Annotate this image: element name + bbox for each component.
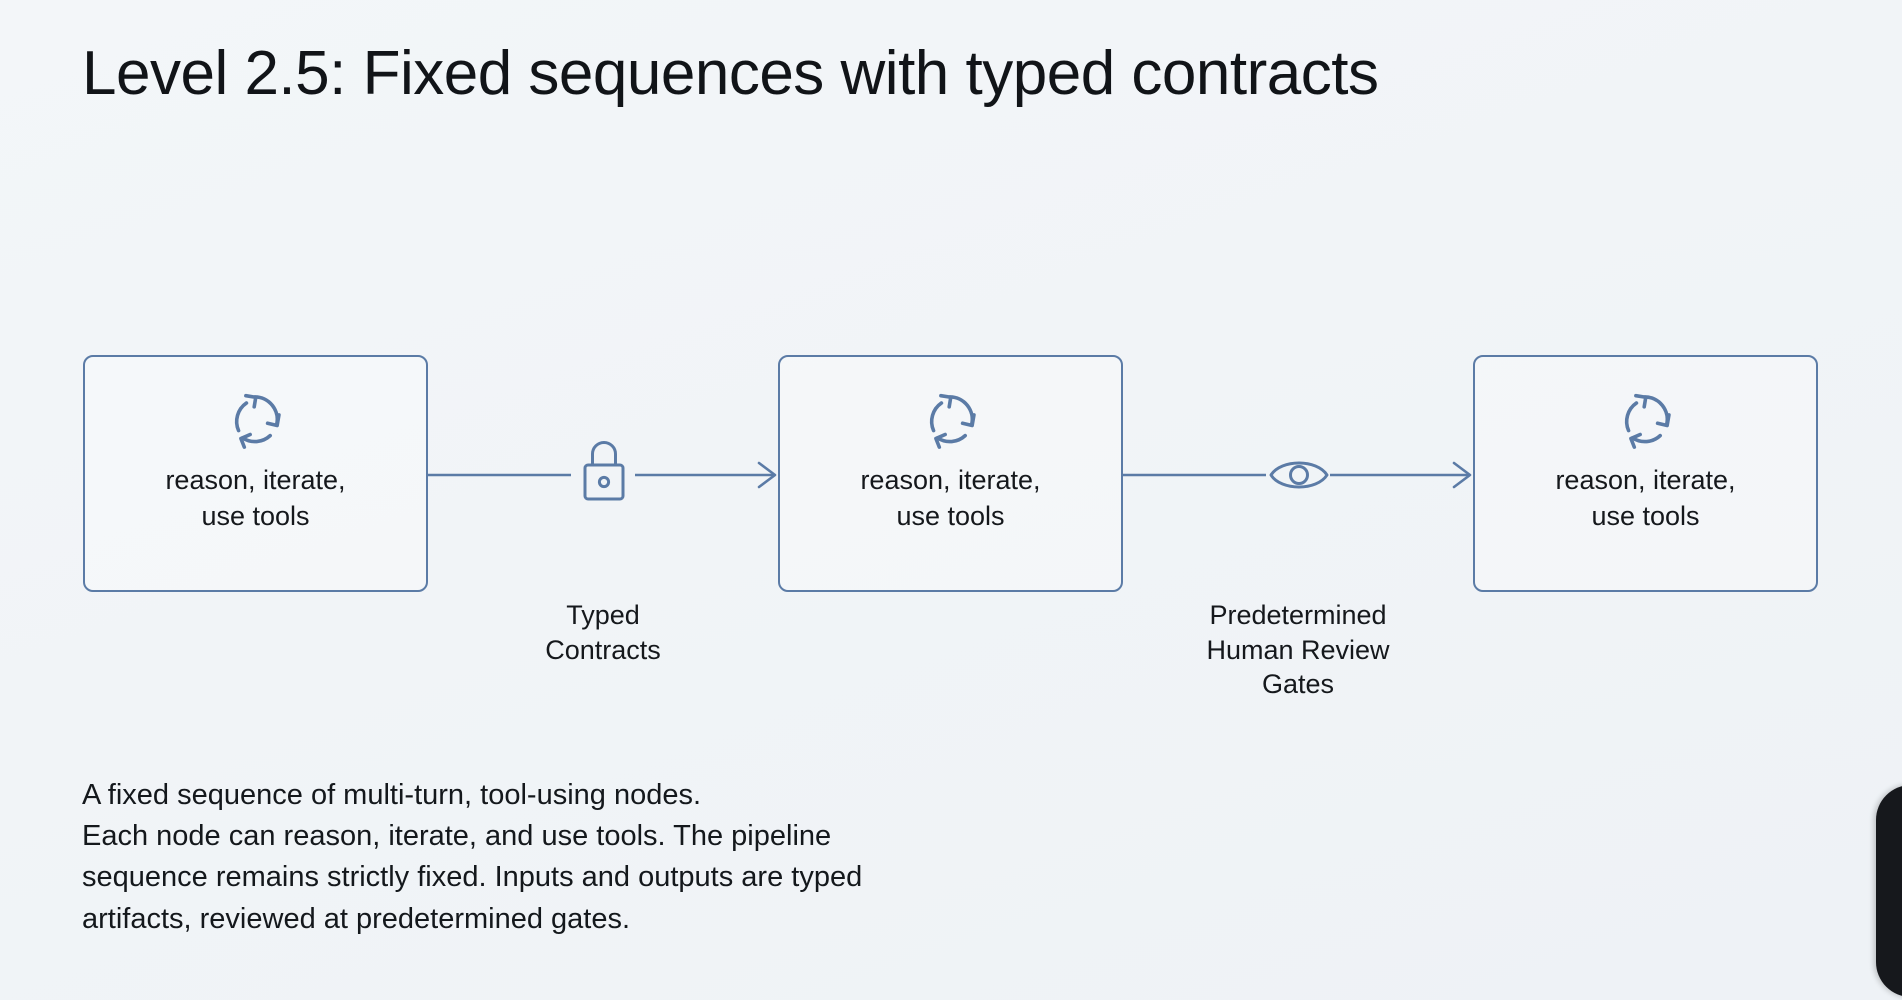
connector-label: Typed Contracts xyxy=(545,600,661,665)
cycle-arrows-icon xyxy=(234,393,281,449)
pipeline-node-label: reason, iterate, use tools xyxy=(165,465,346,531)
pipeline-node-3[interactable]: reason, iterate, use tools xyxy=(1473,355,1818,592)
eye-icon xyxy=(1269,461,1329,489)
cycle-arrows-icon xyxy=(929,393,976,449)
connector-human-review-gates[interactable]: Predetermined Human Review Gates xyxy=(1123,355,1473,702)
connector-line-with-lock xyxy=(428,441,777,501)
floating-edge-pill[interactable] xyxy=(1876,785,1902,997)
pipeline-node-1[interactable]: reason, iterate, use tools xyxy=(83,355,428,592)
connector-line-with-eye xyxy=(1123,461,1472,489)
connector-label: Predetermined Human Review Gates xyxy=(1206,600,1390,700)
connector-typed-contracts[interactable]: Typed Contracts xyxy=(428,355,778,667)
pipeline-node-label: reason, iterate, use tools xyxy=(1555,465,1736,531)
slide-caption: A fixed sequence of multi-turn, tool-usi… xyxy=(82,779,863,935)
cycle-arrows-icon xyxy=(1624,393,1671,449)
pipeline-node-label: reason, iterate, use tools xyxy=(860,465,1041,531)
page-title: Level 2.5: Fixed sequences with typed co… xyxy=(82,39,1379,108)
lock-icon xyxy=(583,441,625,501)
pipeline-node-2[interactable]: reason, iterate, use tools xyxy=(778,355,1123,592)
